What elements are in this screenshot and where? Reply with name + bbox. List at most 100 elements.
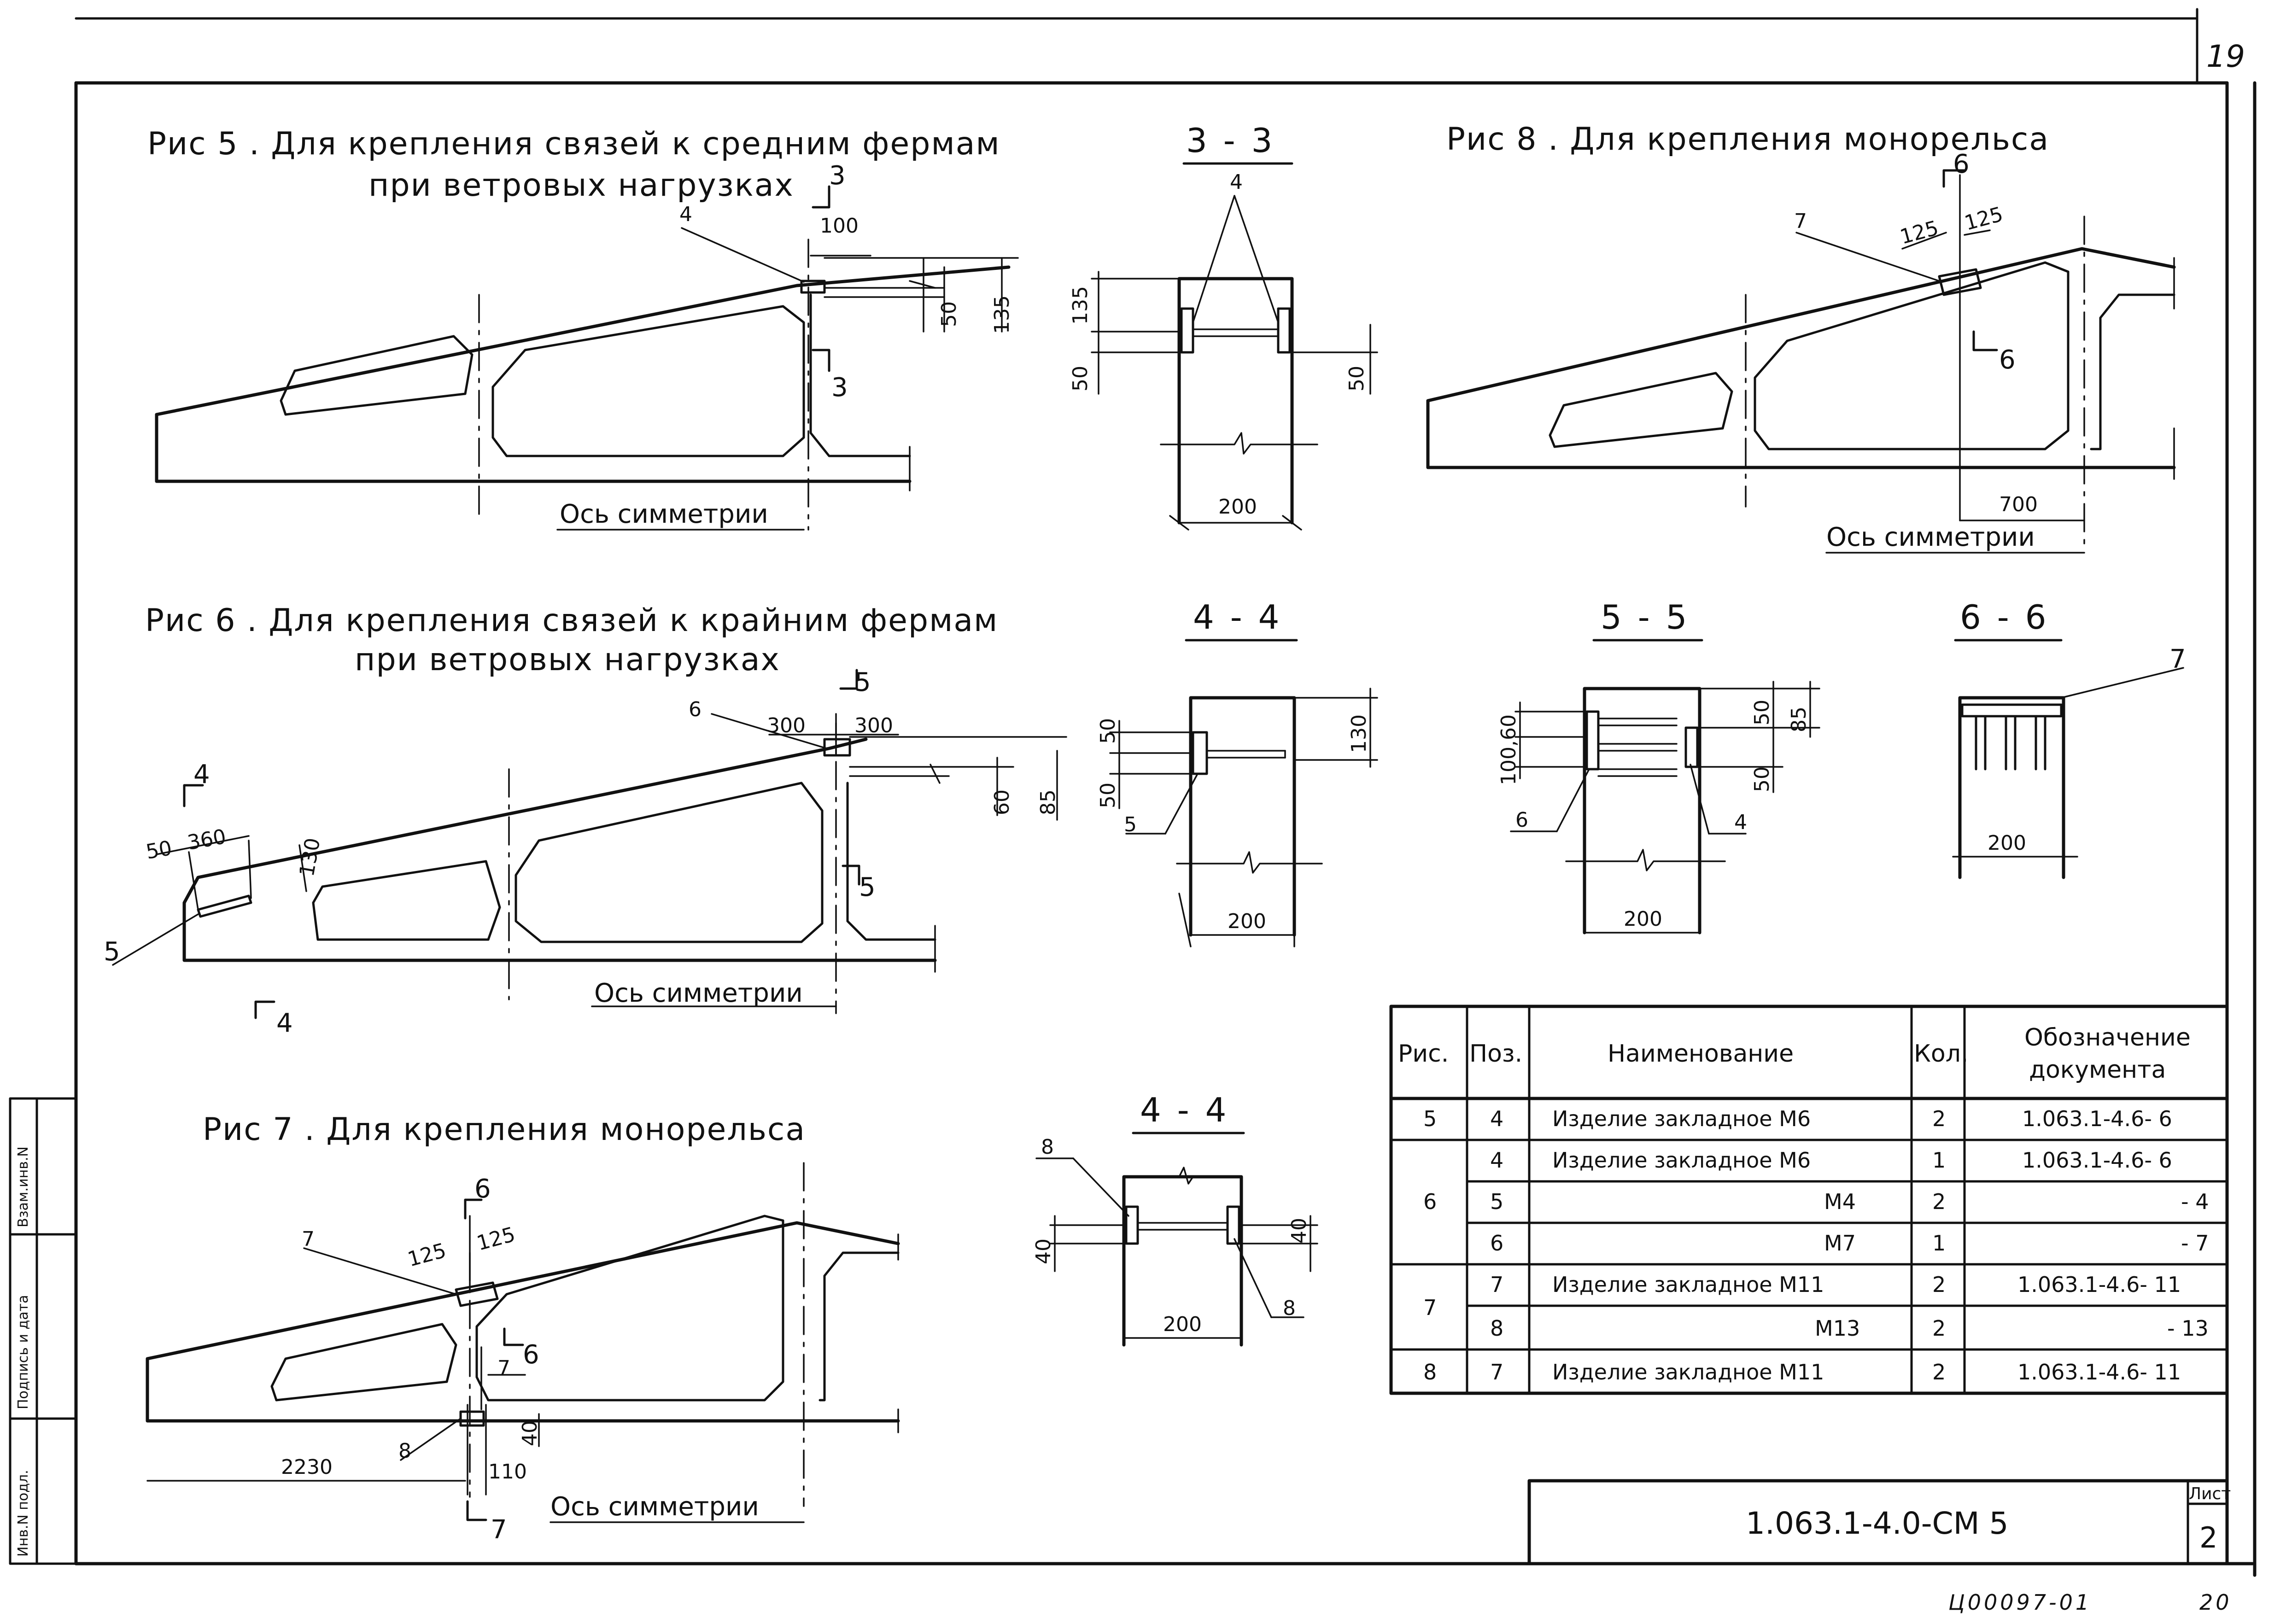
table-row-5-pos: 7 [1490,1272,1503,1297]
table-row-5-doc: 1.063.1-4.6- 11 [2017,1272,2181,1297]
table-row-1-pos: 4 [1490,1106,1503,1131]
table-row-7-qty: 2 [1932,1360,1946,1384]
section-4-4-label-b: 4 - 4 [1140,1091,1229,1129]
table-row-1-fig: 5 [1423,1106,1437,1131]
fig5-dim-135: 135 [990,295,1014,334]
table-row-4-name: М7 [1824,1231,1856,1256]
table-row-1-qty: 2 [1932,1106,1946,1131]
fig5-title-line2: при ветровых нагрузках [368,167,794,204]
table-row-6-qty: 2 [1932,1316,1946,1341]
section-4-4a-mark-5: 5 [1124,813,1137,836]
section-4-4-drawing-b [1035,1157,1318,1347]
table-row-2-qty: 1 [1932,1148,1946,1173]
table-row-2-pos: 4 [1490,1148,1503,1173]
table-row-5-qty: 2 [1932,1272,1946,1297]
section-5-5-dim-85: 85 [1787,707,1811,732]
table-header-name: Наименование [1608,1040,1794,1068]
table-row-2-name: Изделие закладное М6 [1552,1148,1811,1173]
table-row-6-doc: - 13 [2167,1316,2209,1341]
table-row-5-fig: 7 [1423,1295,1437,1320]
section-3-3-mark-4: 4 [1230,170,1243,194]
section-6-6-drawing [1952,667,2184,879]
section-5-5-dim-50-bottom: 50 [1750,766,1774,792]
table-row-2-fig: 6 [1423,1189,1437,1214]
section-4-4b-dim-40-left: 40 [1032,1238,1055,1264]
section-4-4a-dim-200: 200 [1228,910,1266,933]
archive-code: Ц00097-01 [1948,1590,2092,1615]
section-4-4b-dim-200: 200 [1163,1313,1202,1336]
table-row-3-name: М4 [1824,1189,1856,1214]
section-3-3-dim-200: 200 [1218,495,1257,519]
section-3-3-drawing [1091,195,1378,531]
section-4-4-drawing-a [1109,688,1378,947]
fig6-section-mark-5-top: 5 [854,667,871,697]
sheet-frame [74,8,2257,1577]
section-6-6-dim-200: 200 [1988,831,2026,855]
section-5-5-label: 5 - 5 [1601,598,1690,637]
side-stamp-field-1: Взам.инв.N [15,1146,31,1227]
sheet-number: 2 [2199,1521,2217,1554]
title-block [1527,1479,2229,1566]
section-4-4b-mark-8-top: 8 [1041,1135,1054,1159]
fig7-axis-label: Ось симметрии [550,1492,759,1522]
section-4-4-label-a: 4 - 4 [1193,598,1282,637]
table-row-7-name: Изделие закладное М11 [1552,1360,1824,1384]
table-row-4-pos: 6 [1490,1231,1503,1256]
section-4-4a-dim-50-bottom: 50 [1096,783,1120,808]
sheet-label: Лист [2189,1484,2231,1503]
fig8-axis-label: Ось симметрии [1826,522,2035,552]
section-3-3-dim-50-left: 50 [1069,366,1092,391]
fig6-mark-5-left: 5 [104,937,120,967]
table-row-3-pos: 5 [1490,1189,1503,1214]
fig5-section-mark-3-top: 3 [829,161,846,191]
fig8-section-mark-6-top: 6 [1953,149,1970,179]
archive-page: 20 [2199,1590,2232,1615]
fig8-mark-7: 7 [1794,210,1807,233]
fig5-title-line1: Рис 5 . Для крепления связей к средним ф… [147,126,1000,162]
table-row-3-doc: - 4 [2181,1189,2209,1214]
table-row-7-fig: 8 [1423,1360,1437,1384]
fig8-dim-125-right: 125 [1962,203,2006,235]
fig5-dim-100: 100 [820,214,859,238]
table-row-1-name: Изделие закладное М6 [1552,1106,1811,1131]
fig6-axis-label: Ось симметрии [594,978,803,1008]
spec-table [1389,1005,2229,1395]
table-row-3-qty: 2 [1932,1189,1946,1214]
fig6-dim-130: 130 [295,836,325,878]
table-row-6-pos: 8 [1490,1316,1503,1341]
fig6-title-line1: Рис 6 . Для крепления связей к крайним ф… [145,602,998,639]
table-row-2-doc: 1.063.1-4.6- 6 [2022,1148,2172,1173]
fig8-title: Рис 8 . Для крепления монорельса [1446,121,2049,158]
fig7-mark-7-left: 7 [302,1227,315,1251]
page-number: 19 [2206,39,2245,74]
section-4-4a-dim-130: 130 [1347,714,1371,753]
table-row-7-doc: 1.063.1-4.6- 11 [2017,1360,2181,1384]
fig6-truss [112,669,1067,1019]
table-header-doc-line2: документа [2029,1056,2166,1084]
section-5-5-drawing [1510,681,1820,935]
fig6-dim-50: 50 [144,836,174,864]
side-stamp-field-3: Инв.N подл. [15,1470,31,1557]
document-code: 1.063.1-4.0-СМ 5 [1746,1506,2009,1541]
fig7-section-mark-6-bottom: 6 [523,1340,539,1370]
side-stamp-field-2: Подпись и дата [15,1295,31,1410]
fig5-mark-4: 4 [679,203,692,226]
fig6-dim-300-right: 300 [854,714,893,737]
fig7-section-mark-7-bottom: 7 [491,1515,507,1545]
fig6-mark-4-top: 4 [193,759,210,789]
fig5-truss [155,185,1019,531]
fig7-dim-110: 110 [488,1460,527,1484]
table-header-qty: Кол. [1914,1040,1969,1068]
table-row-4-qty: 1 [1932,1231,1946,1256]
table-row-7-pos: 7 [1490,1360,1503,1384]
fig8-truss [1426,169,2176,554]
table-row-4-doc: - 7 [2181,1231,2209,1256]
fig7-title: Рис 7 . Для крепления монорельса [203,1111,806,1148]
fig6-dim-85: 85 [1036,789,1060,815]
fig7-dim-40: 40 [518,1420,542,1446]
section-5-5-dim-50-top: 50 [1750,700,1774,725]
fig5-dim-50: 50 [937,301,961,327]
fig8-dim-700: 700 [1999,493,2038,516]
fig5-section-mark-3-bottom: 3 [831,373,848,403]
